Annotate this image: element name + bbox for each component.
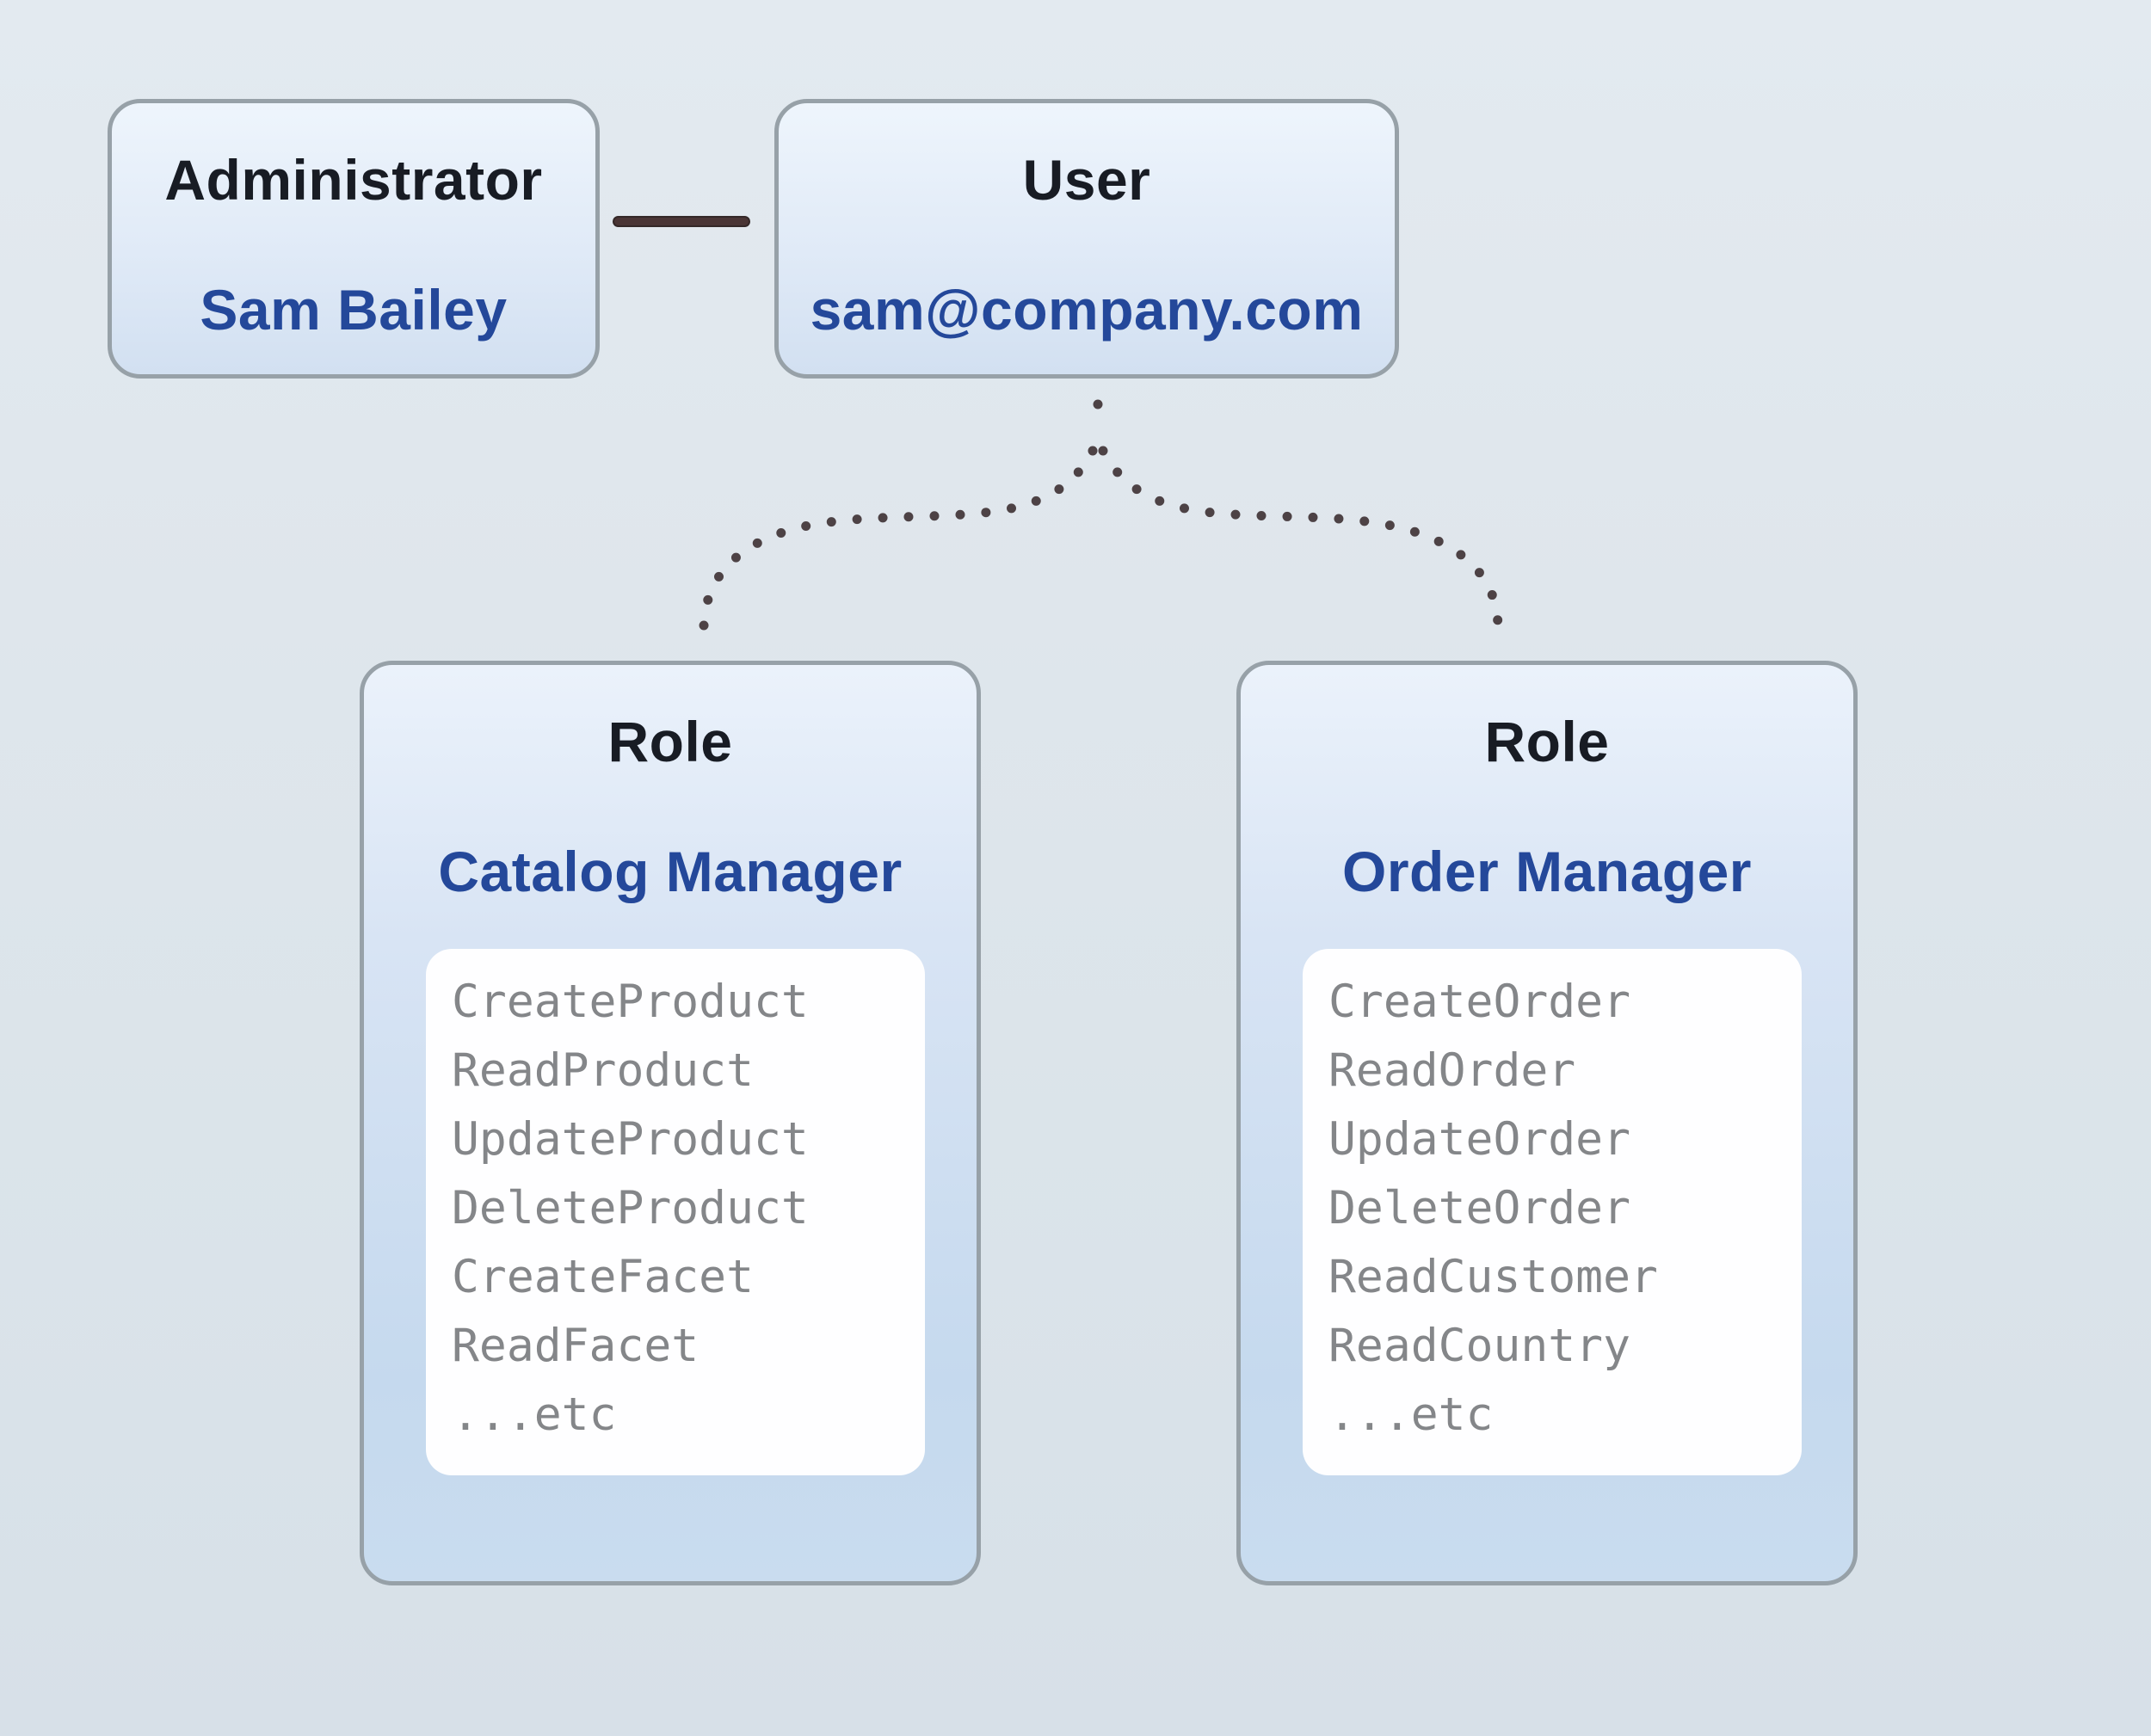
permission-item: ReadFacet [452,1320,700,1372]
administrator-card-title: Administrator [164,148,543,212]
role-name-catalog-manager: Catalog Manager [438,840,903,903]
permission-item: ReadOrder [1328,1044,1576,1097]
permission-item: ReadCountry [1328,1320,1630,1372]
permission-item: DeleteProduct [452,1182,809,1234]
permission-item: UpdateProduct [452,1113,809,1166]
administrator-card: Administrator Sam Bailey [108,99,600,379]
admin-user-connector-line [613,216,750,227]
role-card-title: Role [607,710,733,773]
dotted-branch-left [699,446,1098,631]
permission-item: CreateFacet [452,1251,754,1303]
dotted-branch-right [1098,446,1503,631]
user-card: User sam@company.com [774,99,1399,379]
permissions-panel-order: CreateOrder ReadOrder UpdateOrder Delete… [1303,949,1802,1475]
permissions-panel-catalog: CreateProduct ReadProduct UpdateProduct … [426,949,925,1475]
permission-item: UpdateOrder [1328,1113,1630,1166]
role-card-catalog-manager: Role Catalog Manager CreateProduct ReadP… [360,661,981,1585]
permission-item: DeleteOrder [1328,1182,1630,1234]
permission-item: CreateProduct [452,976,809,1028]
role-name-order-manager: Order Manager [1342,840,1752,903]
role-card-order-manager: Role Order Manager CreateOrder ReadOrder… [1236,661,1858,1585]
permission-item: CreateOrder [1328,976,1630,1028]
user-email: sam@company.com [810,278,1364,342]
administrator-name: Sam Bailey [200,278,508,342]
permission-item: ReadCustomer [1328,1251,1658,1303]
permission-item: ReadProduct [452,1044,754,1097]
role-card-title: Role [1484,710,1610,773]
permission-item: ...etc [452,1388,617,1441]
permission-item: ...etc [1328,1388,1494,1441]
user-card-title: User [1022,148,1151,212]
